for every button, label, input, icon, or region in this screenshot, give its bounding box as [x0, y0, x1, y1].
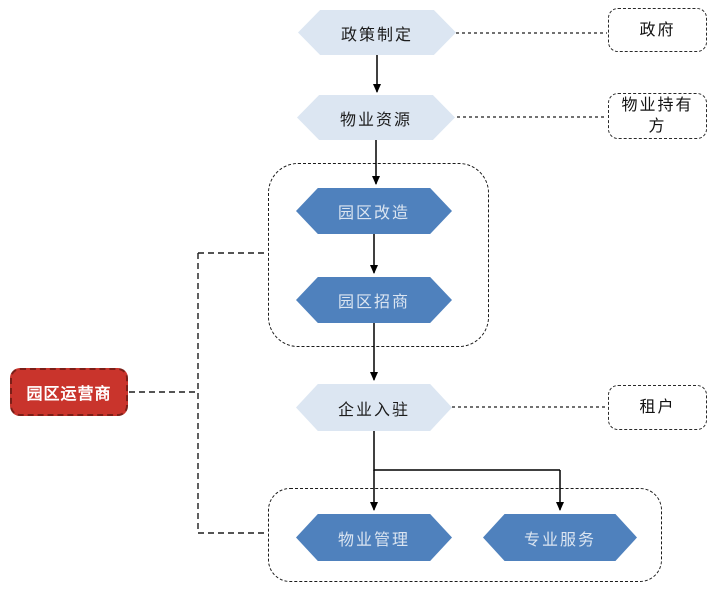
operator-bracket: [129, 252, 267, 534]
node-property-management: 物业管理: [296, 514, 452, 561]
branch-line: [373, 431, 560, 471]
actor-government: 政府: [608, 8, 707, 52]
actor-tenant: 租户: [608, 385, 707, 430]
node-enterprise-entry: 企业入驻: [296, 384, 452, 431]
group-box-park-operations: [268, 163, 489, 347]
node-professional-service: 专业服务: [483, 514, 637, 561]
node-policy-making: 政策制定: [298, 10, 456, 55]
node-park-investment: 园区招商: [296, 277, 452, 323]
group-box-services: [268, 488, 662, 582]
actor-property-holder: 物业持有方: [608, 93, 707, 139]
node-property-resource: 物业资源: [297, 95, 455, 140]
node-park-renovation: 园区改造: [296, 188, 452, 234]
park-operator-box: 园区运营商: [10, 368, 128, 416]
